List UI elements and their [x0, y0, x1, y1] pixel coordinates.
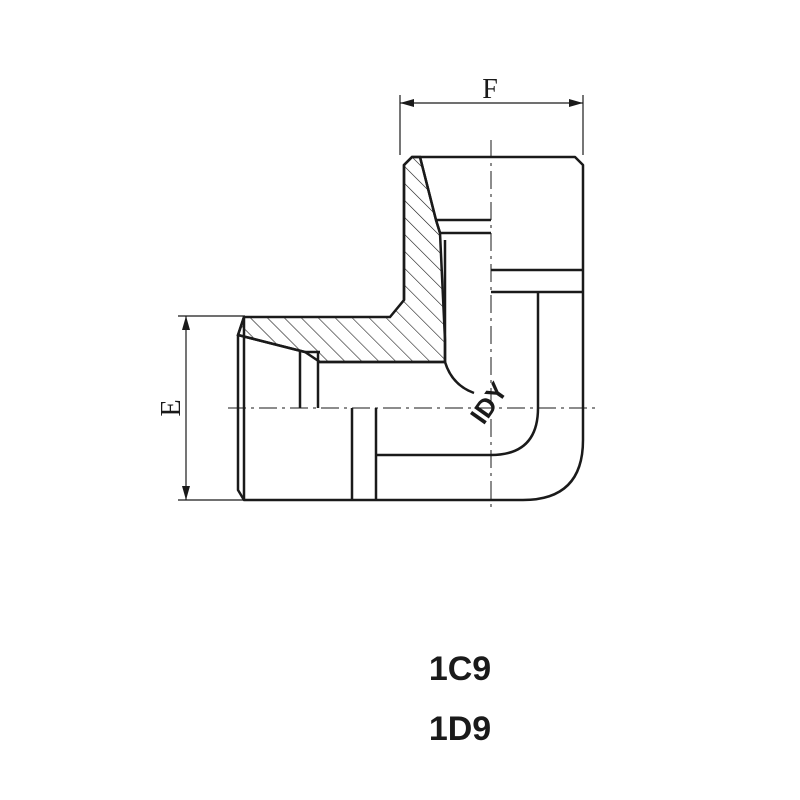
fitting-outline: [236, 155, 585, 502]
brand-logo: IDY: [464, 376, 513, 429]
dimension-e: E: [156, 315, 245, 501]
hatched-section: [236, 155, 447, 364]
dimension-f-label: F: [482, 74, 498, 105]
center-lines: [228, 140, 598, 512]
part-code-1c9: 1C9: [428, 650, 492, 688]
part-code-1d9: 1D9: [428, 710, 492, 748]
dimension-e-label: E: [156, 399, 187, 416]
dimension-f: F: [399, 74, 584, 155]
